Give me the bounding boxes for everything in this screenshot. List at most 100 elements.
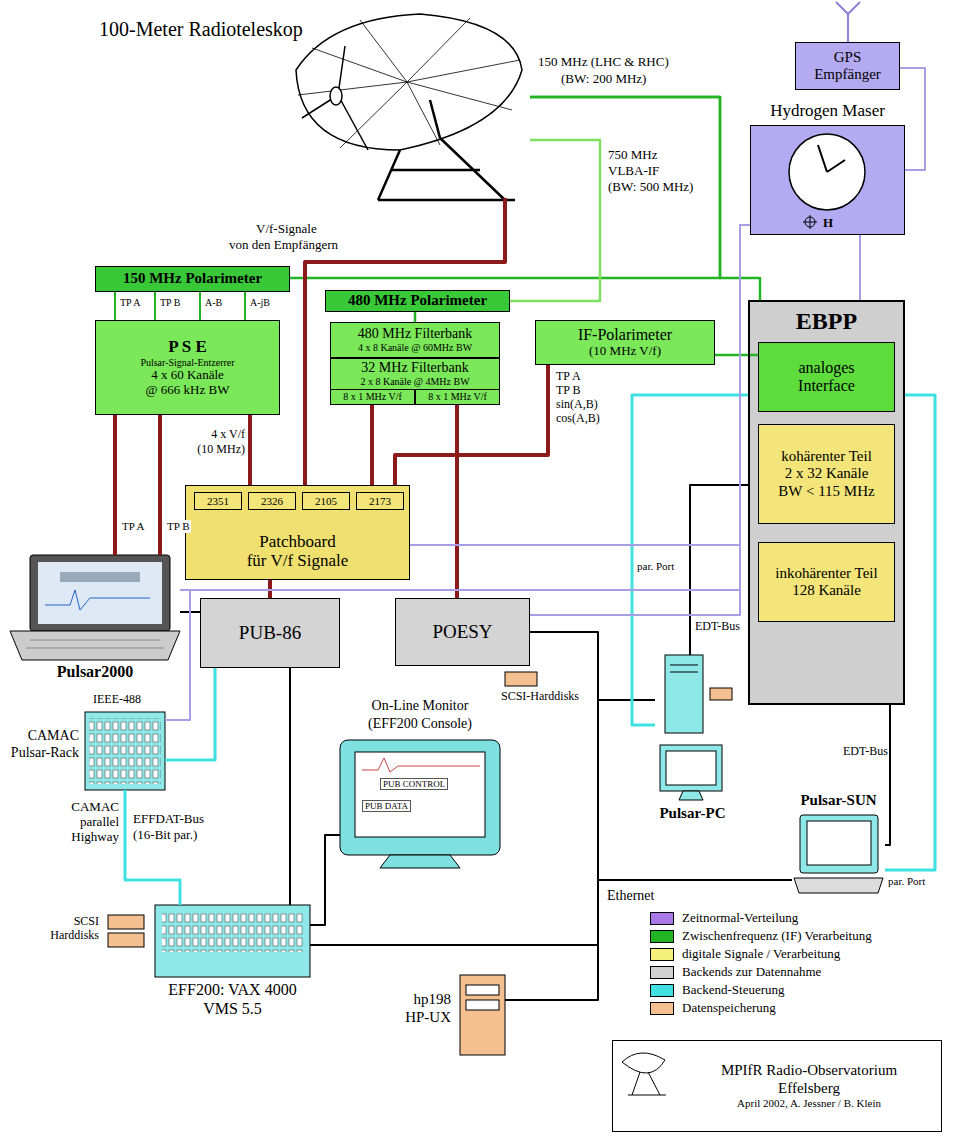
annotation-label: (BW: 500 MHz) xyxy=(607,180,694,195)
signal-line xyxy=(900,68,925,170)
annotation-label: Harddisks xyxy=(49,929,100,943)
annotation-label: sin(A,B) xyxy=(555,398,599,412)
port-box: 2326 xyxy=(248,492,296,510)
node-text: P S E xyxy=(168,337,207,357)
node-text: CAMAC xyxy=(1,728,79,744)
filterbank-box: 480 MHz Filterbank4 x 8 Kanäle @ 60MHz B… xyxy=(330,322,500,358)
maser-clock xyxy=(803,215,817,229)
signal-label: TP A xyxy=(119,297,141,309)
node-text: 4 x 8 Kanäle @ 60MHz BW xyxy=(358,342,472,354)
annotation-label: parallel xyxy=(79,815,120,830)
node-text: inkohärenter Teil xyxy=(775,565,877,582)
legend-swatch xyxy=(650,984,674,997)
node-text: (10 MHz V/f) xyxy=(589,344,661,359)
legend-text: Datenspeicherung xyxy=(682,1000,776,1016)
node-text: 2105 xyxy=(315,495,337,508)
vax-drawing xyxy=(108,915,144,929)
signal-label: A-jB xyxy=(249,297,271,309)
node-text: Empfänger xyxy=(814,66,881,83)
signal-line xyxy=(530,225,750,615)
annotation-label: SCSI-Harddisks xyxy=(500,690,580,704)
telescope: 100-Meter Radioteleskop xyxy=(95,10,530,205)
node-text: für V/f Signale xyxy=(247,551,349,571)
signal-line xyxy=(199,292,201,320)
pc-drawing xyxy=(670,665,698,672)
signal-line xyxy=(125,790,180,905)
node-text: PUB DATA xyxy=(362,800,411,812)
laptop-drawing xyxy=(10,555,180,660)
backend-box: POESY xyxy=(395,598,530,666)
node-text: (EFF200 Console) xyxy=(340,716,500,732)
node-text: analoges xyxy=(799,359,855,377)
node-text: @ 666 kHz BW xyxy=(146,383,230,398)
legend-swatch xyxy=(650,966,674,979)
logo-drawing xyxy=(628,1072,666,1095)
sun-drawing xyxy=(800,815,878,873)
pc-drawing xyxy=(679,791,703,800)
laptop-drawing xyxy=(38,562,162,624)
legend-text: Backend-Steuerung xyxy=(682,982,785,998)
box-fill xyxy=(748,300,905,705)
polarimeter-box: 150 MHz Polarimeter xyxy=(95,266,290,292)
vf-cell: 8 x 1 MHz V/f xyxy=(415,389,500,405)
telescope-drawing xyxy=(302,46,368,150)
telescope-drawing xyxy=(298,18,520,148)
signal-line xyxy=(310,945,598,1000)
annotation-label: TP A xyxy=(555,370,582,384)
maser-clock xyxy=(789,134,865,210)
node-text: 150 MHz Polarimeter xyxy=(123,270,262,287)
node-text: hp198 xyxy=(397,991,451,1008)
patchboard-box: Patchboardfür V/f Signale235123262105217… xyxy=(185,485,410,580)
node-text: Pulsar2000 xyxy=(10,663,180,681)
signal-line xyxy=(859,235,861,300)
node-text: VMS 5.5 xyxy=(155,1000,310,1018)
backend-box: PUB-86 xyxy=(200,598,340,668)
node-text: kohärenter Teil xyxy=(781,448,872,465)
signal-line xyxy=(158,415,162,555)
annotation-label: TP B xyxy=(555,384,582,398)
legend-swatch xyxy=(650,1002,674,1015)
pc-drawing xyxy=(660,745,722,791)
maser-clock xyxy=(789,134,865,229)
box-fill xyxy=(748,125,905,705)
section-box: inkohärenter Teil128 Kanäle xyxy=(758,542,895,622)
legend-row: Backends zur Datennahme xyxy=(650,964,821,980)
signal-line xyxy=(530,97,760,300)
logo-drawing xyxy=(622,1053,666,1095)
gps-antenna xyxy=(836,2,860,42)
signal-line xyxy=(310,632,598,945)
node-text: BW < 115 MHz xyxy=(778,483,874,500)
computer: EFF200: VAX 4000VMS 5.5 xyxy=(155,905,310,977)
legend-text: Zeitnormal-Verteilung xyxy=(682,910,798,926)
camac-rack xyxy=(85,712,165,790)
laptop-drawing xyxy=(30,555,170,631)
signal-line xyxy=(244,292,246,320)
telescope-drawing xyxy=(296,14,522,150)
polarimeter-box: 480 MHz Polarimeter xyxy=(325,290,510,312)
node-text: IF-Polarimeter xyxy=(578,326,672,344)
node-text: Pulsar-Signal-Entzerrer xyxy=(140,357,234,369)
section-box: kohärenter Teil2 x 32 KanäleBW < 115 MHz xyxy=(758,424,895,524)
backend-box: EBPPanalogesInterfacekohärenter Teil2 x … xyxy=(748,300,905,705)
signal-line xyxy=(310,700,655,945)
annotation-label: Highway xyxy=(70,830,120,845)
laptop: Pulsar2000 xyxy=(10,555,180,660)
signal-line xyxy=(510,140,600,301)
maser-clock xyxy=(818,145,845,172)
hp-drawing xyxy=(466,1000,499,1010)
monitor-drawing xyxy=(355,752,485,837)
telescope-drawing xyxy=(330,87,342,105)
legend-swatch xyxy=(650,948,674,961)
box-fill xyxy=(750,125,905,235)
pc-drawing xyxy=(666,751,716,785)
laptop-drawing xyxy=(26,640,164,648)
legend-row: digitale Signale / Verarbeitung xyxy=(650,946,840,962)
node-text: Pulsar-PC xyxy=(655,805,730,822)
sun-drawing xyxy=(794,878,883,893)
signal-label: par. Port xyxy=(636,560,675,573)
maser-box: Hydrogen MaserH xyxy=(750,125,905,235)
pc-drawing xyxy=(710,688,732,700)
interface-box: analogesInterface xyxy=(758,342,895,412)
vf-cell: 8 x 1 MHz V/f xyxy=(330,389,415,405)
monitor-drawing xyxy=(340,740,500,868)
